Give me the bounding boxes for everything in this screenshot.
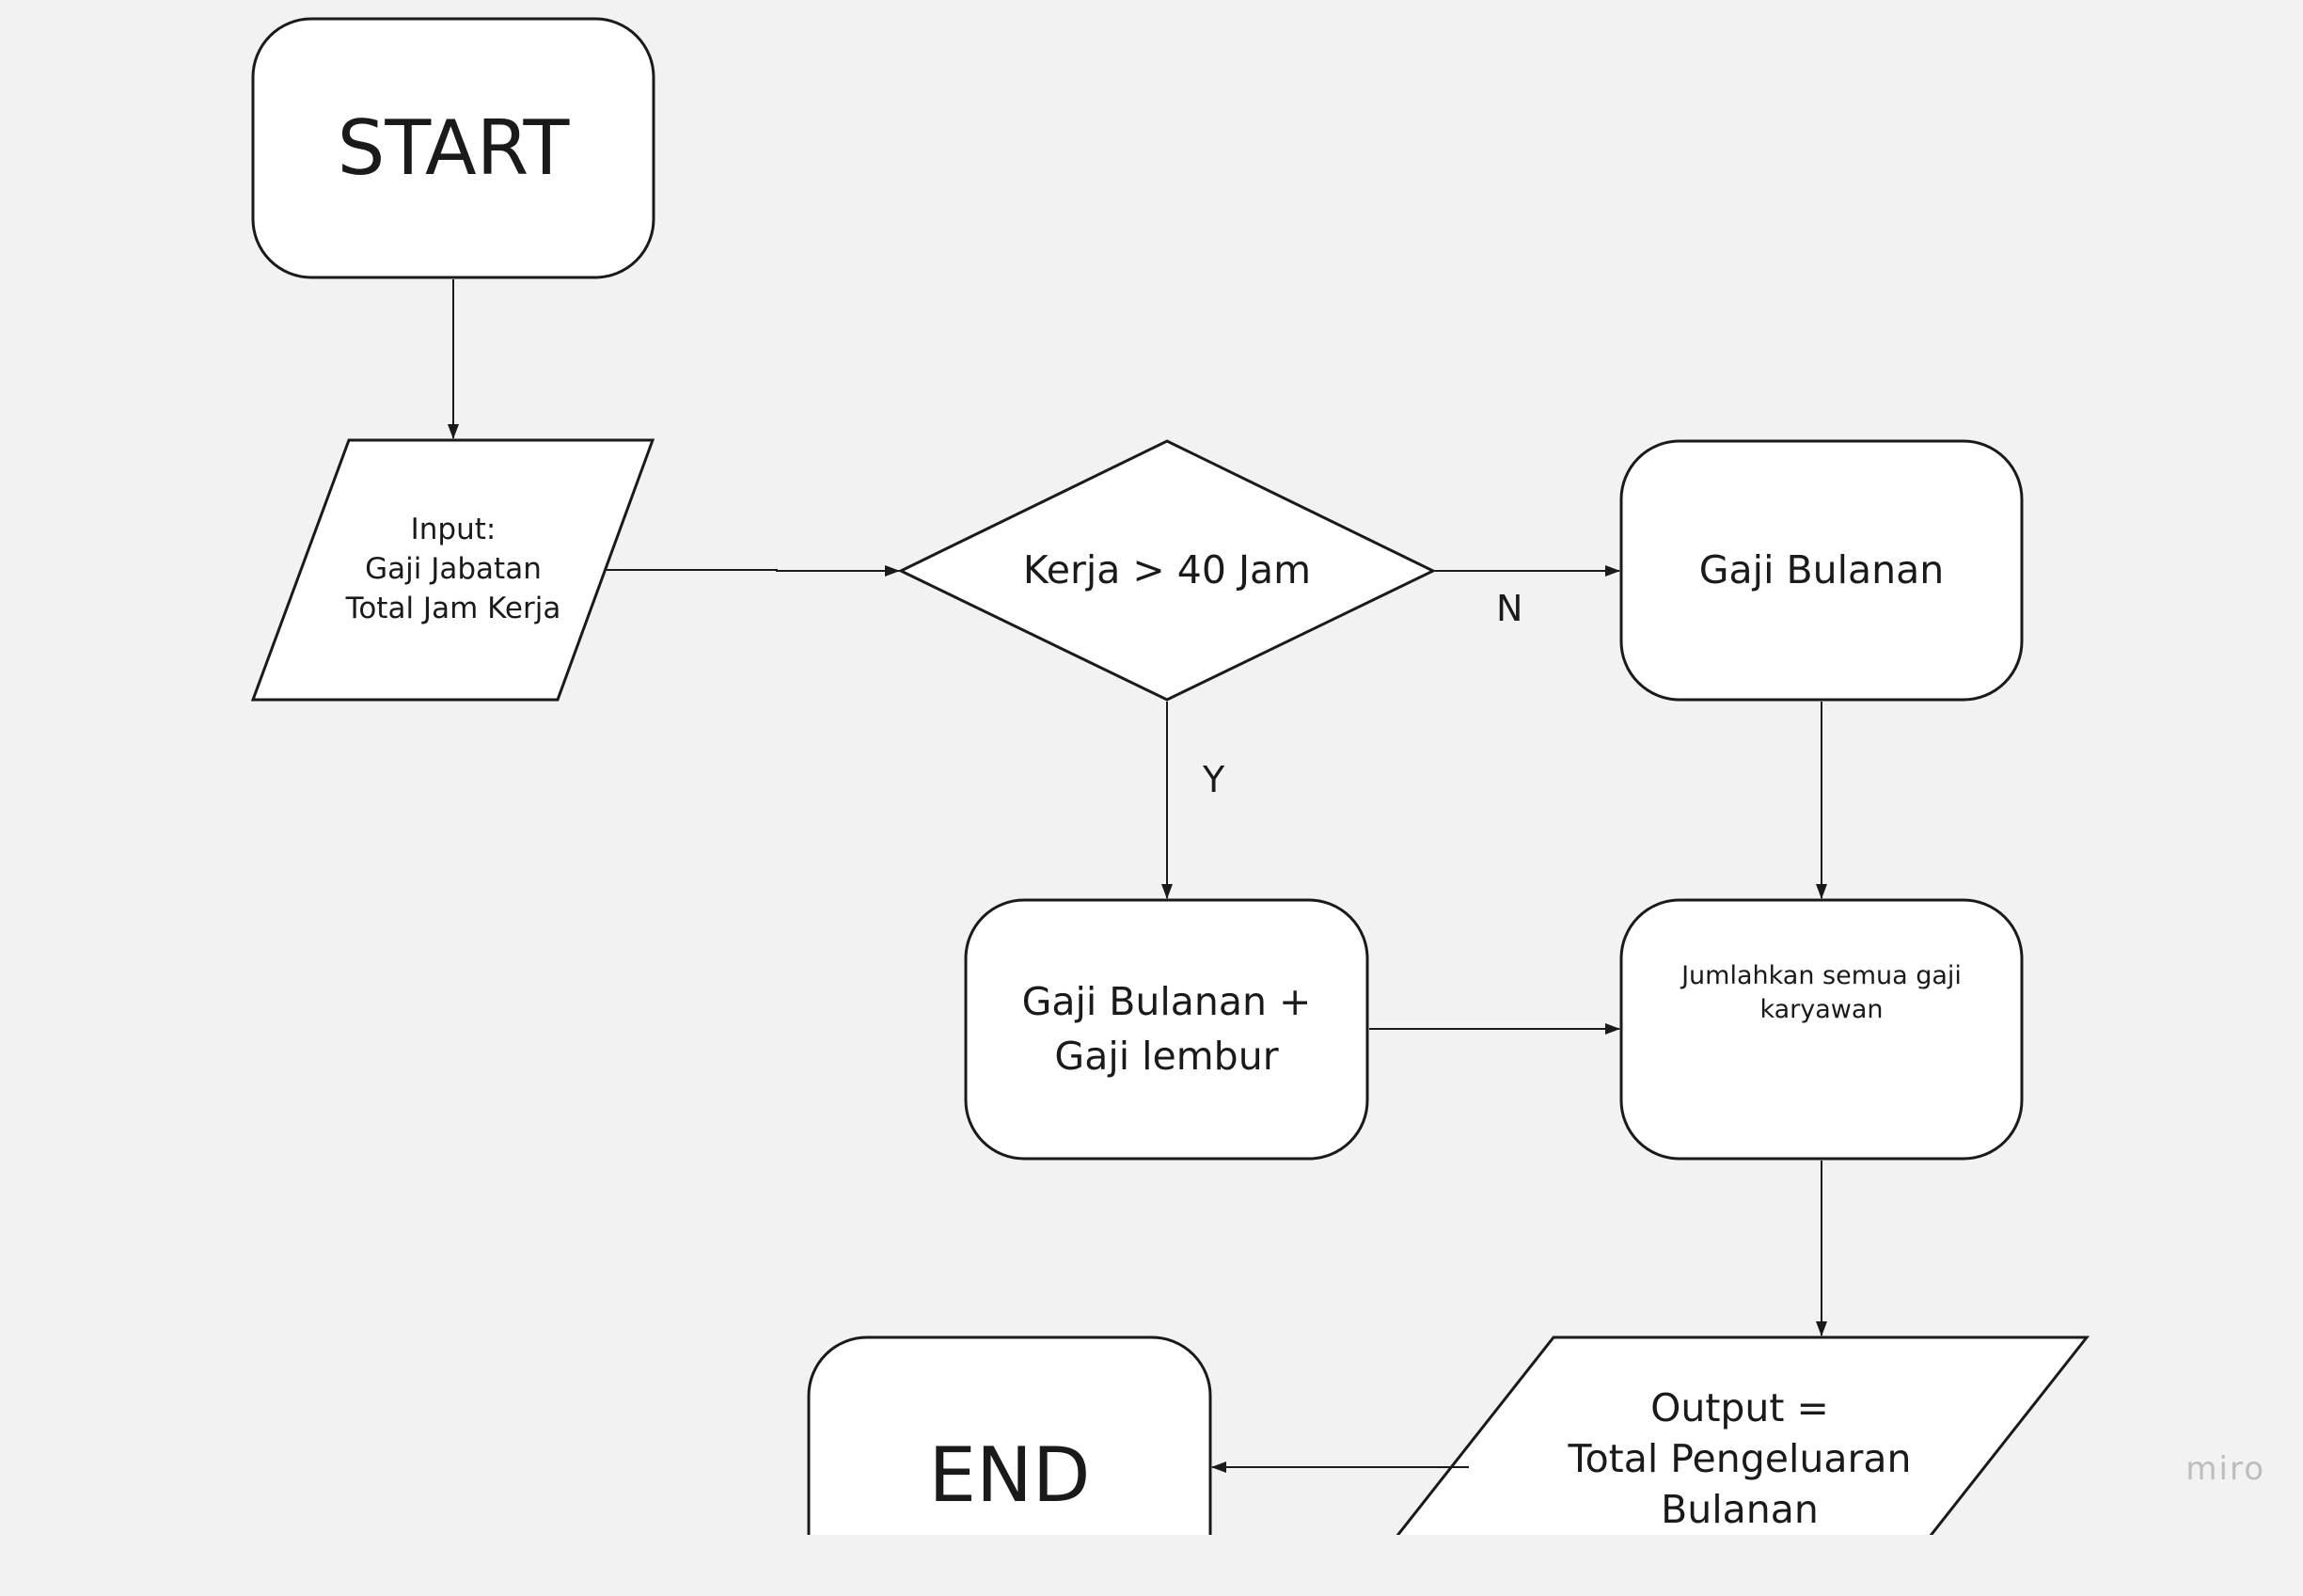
start-label: START [337,103,570,192]
input-label: Input: Gaji Jabatan Total Jam Kerja [345,513,561,625]
output-parallelogram-shape[interactable] [1348,1335,2090,1535]
end-terminal-shape[interactable] [807,1335,1212,1535]
decision-label: Kerja > 40 Jam [1022,546,1312,593]
start-terminal-shape[interactable] [251,17,655,279]
output-label: Output = Total Pengeluaran Bulanan [1568,1385,1912,1533]
edge-label-no: N [1496,588,1523,629]
decision-diamond-shape[interactable] [897,439,1437,702]
input-parallelogram-shape[interactable] [250,438,655,702]
miro-watermark: miro [2185,1450,2265,1488]
sum-process-shape[interactable] [1619,898,2024,1161]
sum-label: Jumlahkan semua gaji karyawan [1681,960,1962,1024]
end-label: END [928,1431,1091,1519]
monthly-label: Gaji Bulanan [1698,546,1945,593]
edge-input-to-decision[interactable] [607,565,900,577]
overtime-label: Gaji Bulanan + Gaji lembur [1021,979,1312,1079]
overtime-process-shape[interactable] [964,898,1369,1161]
flowchart-canvas [250,17,2090,1535]
edge-label-yes: Y [1203,759,1225,800]
monthly-process-shape[interactable] [1619,439,2024,702]
